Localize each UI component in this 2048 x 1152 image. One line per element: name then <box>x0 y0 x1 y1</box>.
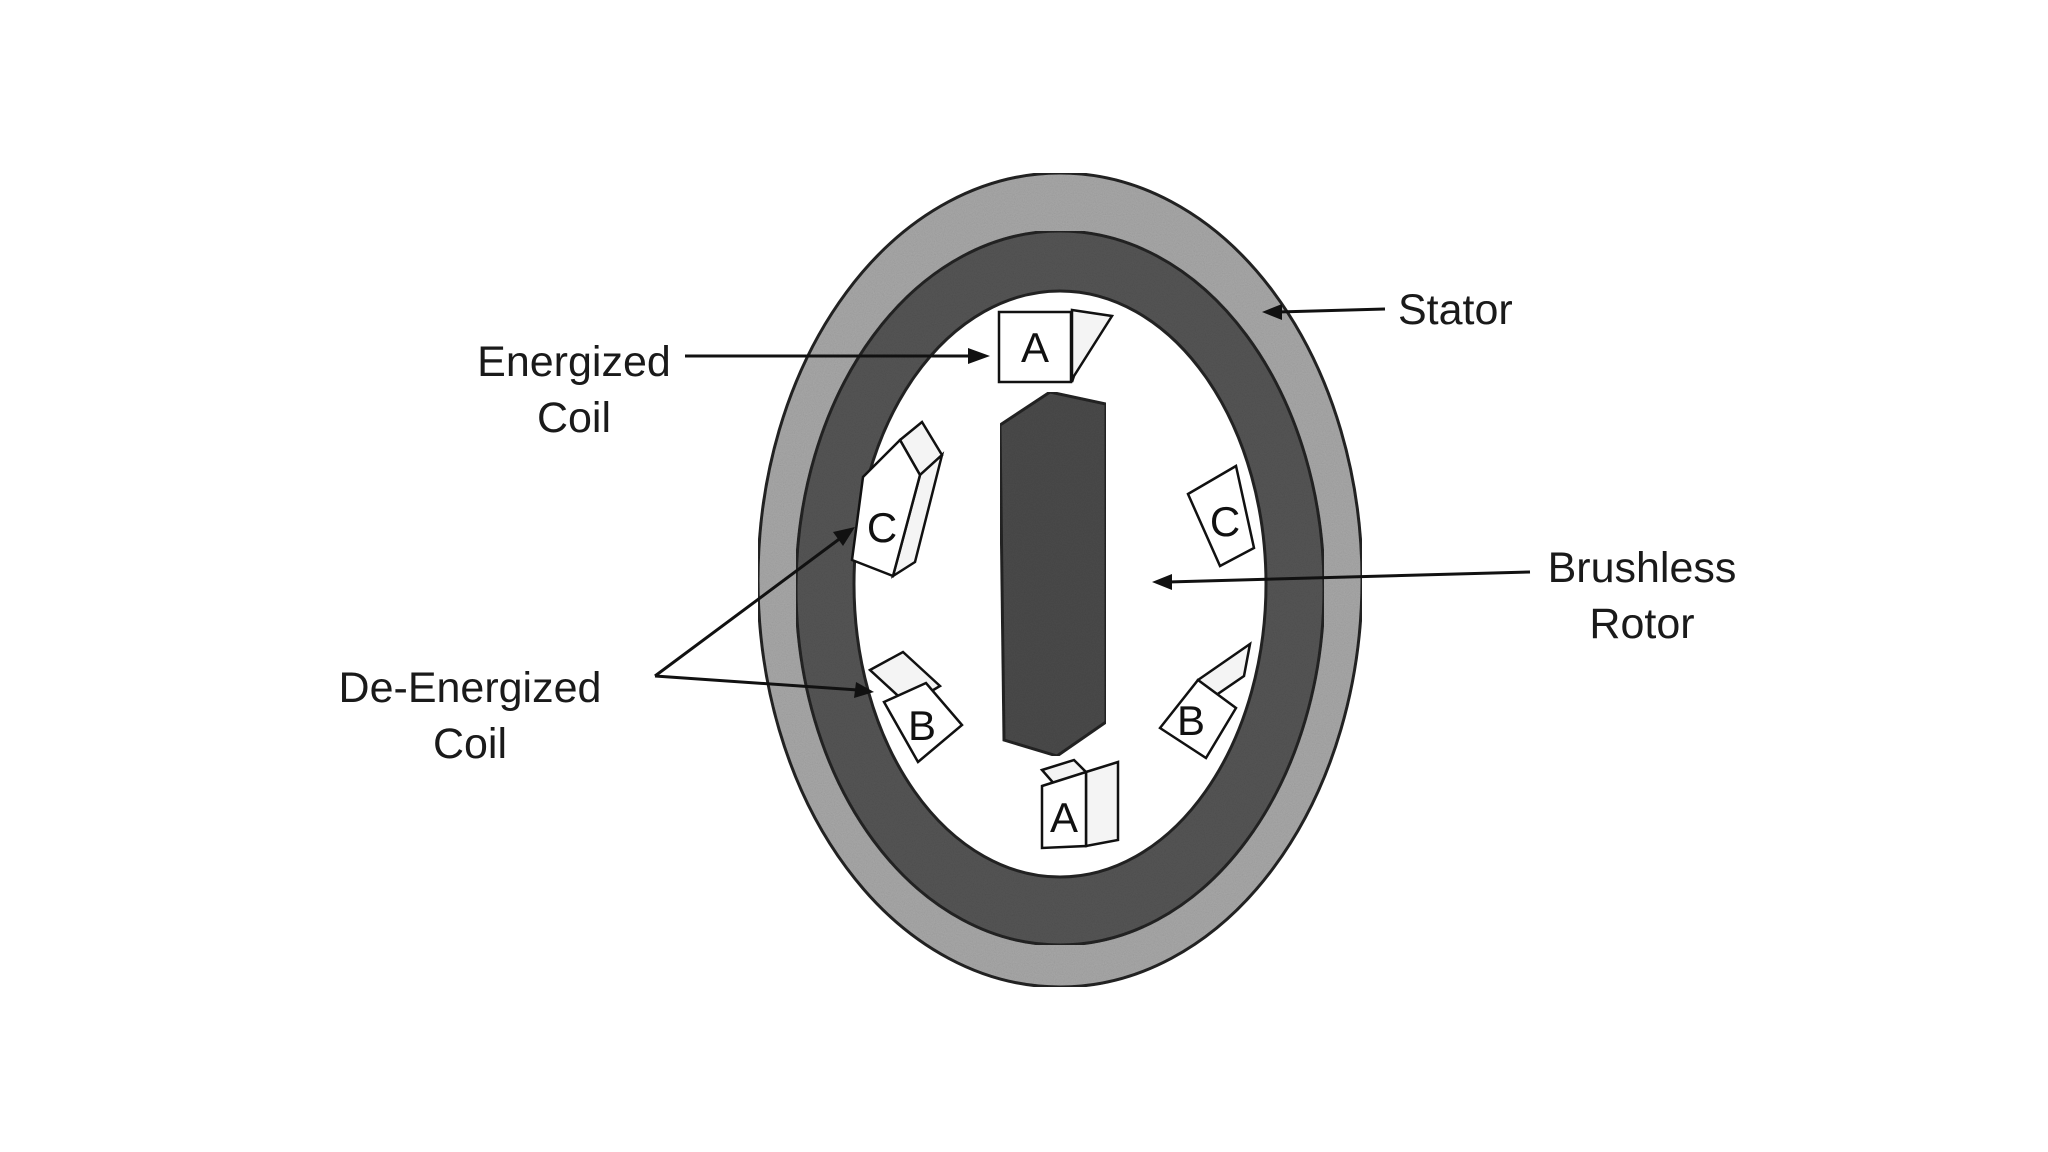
energized-coil-label-line1: Energized <box>477 338 671 386</box>
deenergized-coil-label-line1: De-Energized <box>339 664 602 712</box>
brushless-rotor-leader <box>1152 570 1531 590</box>
coil-b-left: B <box>867 650 964 764</box>
coil-a-bottom-label: A <box>1050 794 1078 841</box>
coil-c-left-label: C <box>867 504 897 551</box>
coil-b-right: B <box>1158 641 1252 760</box>
coil-b-right-label: B <box>1177 697 1205 744</box>
coil-a-top-label: A <box>1021 324 1049 371</box>
coil-a-top: A <box>997 308 1115 384</box>
brushless-rotor-label-line1: Brushless <box>1548 544 1737 592</box>
coil-b-left-label: B <box>908 702 936 749</box>
brushless-rotor-label-line2: Rotor <box>1589 600 1694 648</box>
coil-c-left: C <box>850 420 945 579</box>
deenergized-coil-leader <box>654 527 874 698</box>
stator-label: Stator <box>1398 286 1513 334</box>
brushless-rotor <box>998 390 1108 758</box>
energized-coil-leader <box>685 348 990 364</box>
stator-leader <box>1262 304 1386 320</box>
energized-coil-label-line2: Coil <box>537 394 611 442</box>
coil-a-bottom: A <box>1039 758 1120 850</box>
deenergized-coil-label-line2: Coil <box>433 720 507 768</box>
coil-c-right-label: C <box>1210 498 1240 545</box>
coil-c-right: C <box>1186 464 1256 568</box>
